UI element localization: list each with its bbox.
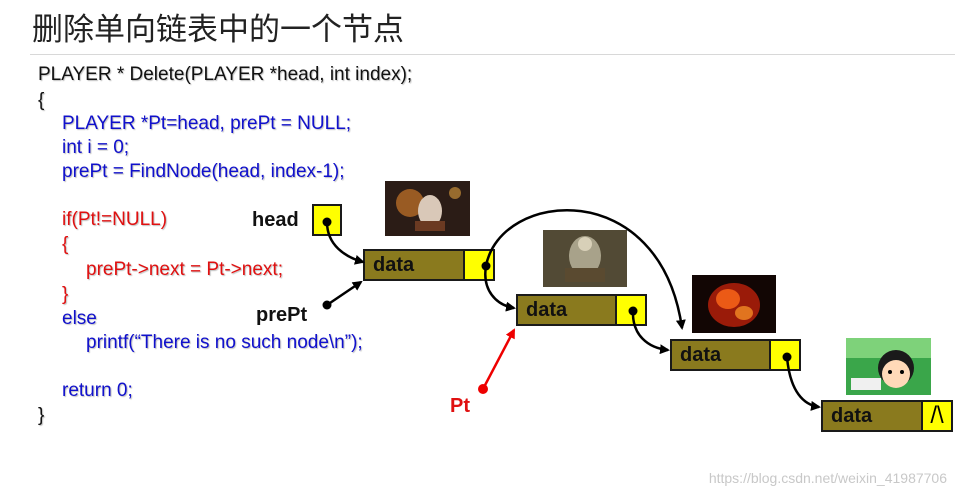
code-line-close-brace: } [38,405,45,426]
list-node-2: data [516,294,647,326]
list-node-4: data /\ [821,400,953,432]
null-pointer: /\ [921,402,951,430]
node-1-image [385,181,470,236]
code-line-signature: PLAYER * Delete(PLAYER *head, int index)… [38,64,413,85]
pt-to-node2-arrow [478,328,516,394]
bypass-arc-arrow [484,208,686,330]
node-4-image [846,338,931,395]
prept-label: prePt [256,304,308,326]
code-line-if-open: { [62,234,69,255]
code-line-init-i: int i = 0; [62,137,130,158]
code-line-relink: prePt->next = Pt->next; [86,259,283,280]
code-line-declare: PLAYER *Pt=head, prePt = NULL; [62,113,352,134]
head-label: head [252,209,299,231]
list-node-3: data [670,339,801,371]
code-line-return: return 0; [62,380,133,401]
code-line-if: if(Pt!=NULL) [62,209,168,230]
code-line-else: else [62,308,97,329]
title-divider [30,54,955,55]
node-data-label: data [831,405,873,427]
node3-to-node4-arrow [782,352,821,411]
prept-to-node1-arrow [322,280,363,310]
pt-label: Pt [450,395,470,417]
node2-to-node3-arrow [628,306,670,355]
head-to-node1-arrow [322,217,365,265]
page-title: 删除单向链表中的一个节点 [32,12,404,48]
code-line-findnode: prePt = FindNode(head, index-1); [62,161,345,182]
node-data-label: data [680,344,722,366]
node-data-label: data [526,299,568,321]
code-line-printf: printf(“There is no such node\n”); [86,332,363,353]
node1-to-node2-arrow [481,261,516,312]
node-3-image [692,275,776,333]
node-next-pointer [769,341,799,369]
code-line-open-brace: { [38,90,45,111]
code-line-if-close: } [62,284,69,305]
node-data-label: data [373,254,415,276]
watermark: https://blog.csdn.net/weixin_41987706 [708,470,947,486]
list-node-1: data [363,249,495,281]
node-2-image [543,230,627,287]
